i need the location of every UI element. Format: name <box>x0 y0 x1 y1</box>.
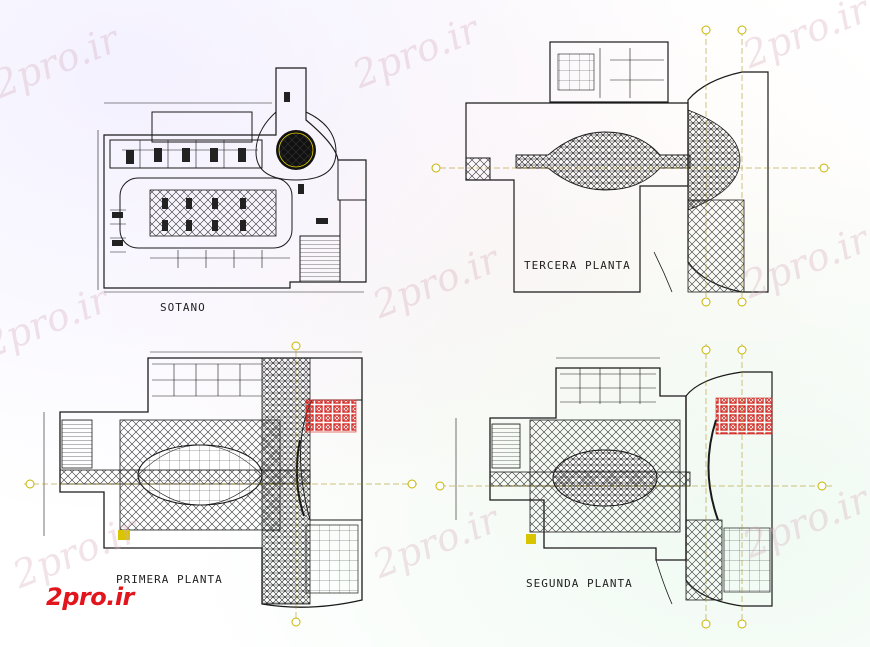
sotano-plan <box>97 67 367 293</box>
site-logo: 2pro.ir <box>46 583 134 611</box>
grid-markers <box>25 25 829 629</box>
label-segunda-planta: SEGUNDA PLANTA <box>526 577 633 590</box>
tercera-plan <box>440 30 830 300</box>
label-primera-planta: PRIMERA PLANTA <box>116 573 223 586</box>
label-tercera-planta: TERCERA PLANTA <box>524 259 631 272</box>
primera-plan <box>24 342 418 620</box>
segunda-plan <box>440 344 832 622</box>
label-sotano: SOTANO <box>160 301 206 314</box>
